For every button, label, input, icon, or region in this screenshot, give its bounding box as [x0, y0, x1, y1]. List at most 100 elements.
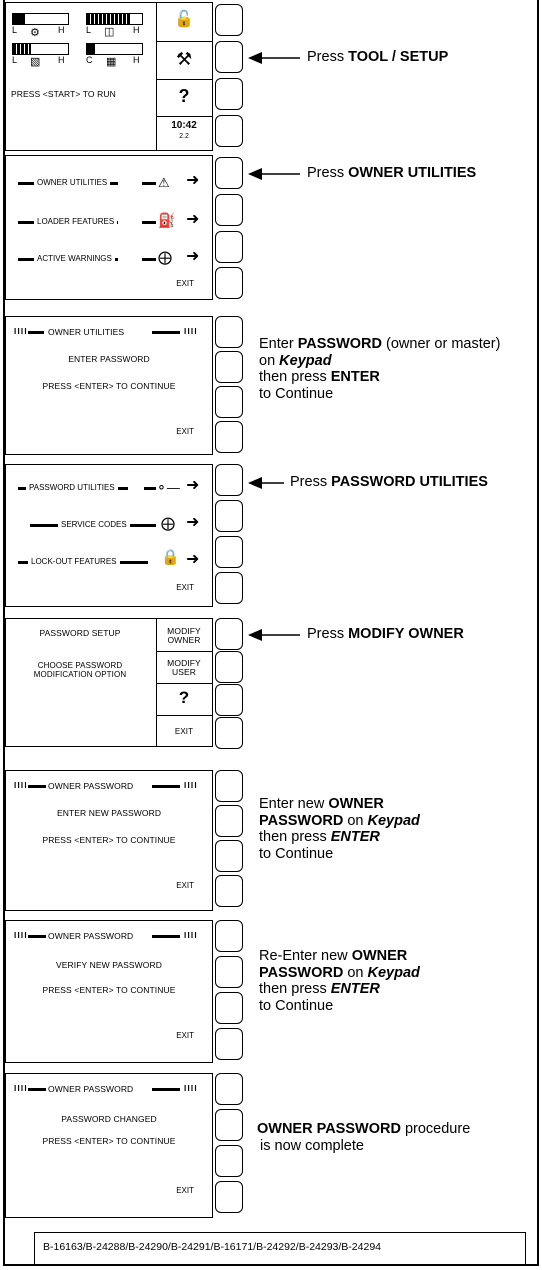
pointer-arrow-icon	[248, 629, 300, 641]
menu-item-active-warnings: ACTIVE WARNINGS	[18, 252, 186, 266]
gauge-4-label-high: H	[133, 55, 140, 65]
menu-label: LOADER FEATURES	[34, 217, 118, 226]
gauge-2-label-high: H	[133, 25, 140, 35]
soft-button-1-lock[interactable]	[215, 4, 243, 36]
soft-button-3[interactable]	[215, 992, 243, 1024]
soft-button-1-owner-utilities[interactable]	[215, 157, 243, 189]
menu-item-password-utilities: PASSWORD UTILITIES	[18, 481, 186, 495]
menu-item-lock-out-features: LOCK-OUT FEATURES	[18, 555, 186, 569]
screen-header: OWNER PASSWORD	[48, 931, 134, 941]
menu-label: PASSWORD UTILITIES	[26, 483, 118, 492]
soft-button-2[interactable]	[215, 805, 243, 837]
prompt-line-1: CHOOSE PASSWORD	[37, 661, 123, 670]
gauge-2-label-low: L	[86, 25, 92, 35]
soft-button-2-modify-user[interactable]	[215, 651, 243, 683]
soft-button-4-exit[interactable]	[215, 1181, 243, 1213]
screen-header: OWNER PASSWORD	[48, 781, 134, 791]
gauge-1-label-high: H	[58, 25, 65, 35]
soft-button-2[interactable]	[215, 351, 243, 383]
menu-label: ACTIVE WARNINGS	[34, 254, 115, 263]
header-rule	[152, 935, 180, 938]
exit-label: EXIT	[174, 727, 194, 736]
header-dots: I I I I	[184, 781, 197, 790]
prompt-line-2: PRESS <ENTER> TO CONTINUE	[42, 835, 176, 845]
header-dots: I I I I	[14, 1084, 27, 1093]
soft-button-4-exit[interactable]	[215, 875, 243, 907]
soft-button-2[interactable]	[215, 956, 243, 988]
display-panel-owner-utilities-menu: PASSWORD UTILITIES ⚬― ➜ SERVICE CODES ⨁ …	[5, 464, 213, 607]
display-panel-main-menu: OWNER UTILITIES ⚠ ➜ LOADER FEATURES ⛽ ➜ …	[5, 155, 213, 300]
pointer-arrow-icon	[248, 52, 300, 64]
soft-button-3-help[interactable]	[215, 684, 243, 716]
soft-button-1-modify-owner[interactable]	[215, 618, 243, 650]
display-panel-password-setup: PASSWORD SETUP CHOOSE PASSWORD MODIFICAT…	[5, 618, 213, 747]
gauge-2	[86, 13, 143, 25]
soft-button-1[interactable]	[215, 920, 243, 952]
key-icon: ⚬―	[156, 480, 180, 495]
header-rule	[28, 331, 44, 334]
arrow-right-icon: ➜	[186, 248, 200, 265]
instruction-4: Press PASSWORD UTILITIES	[290, 474, 488, 490]
figure-reference-numbers: B-16163/B-24288/B-24290/B-24291/B-16171/…	[34, 1232, 526, 1266]
header-rule	[152, 331, 180, 334]
soft-button-4-exit[interactable]	[215, 267, 243, 299]
display-panel-owner-utilities: I I I I OWNER UTILITIES I I I I ENTER PA…	[5, 316, 213, 455]
header-rule	[28, 785, 46, 788]
screen-header: OWNER PASSWORD	[48, 1084, 134, 1094]
soft-button-1-password-utilities[interactable]	[215, 464, 243, 496]
soft-button-1[interactable]	[215, 1073, 243, 1105]
soft-button-3[interactable]	[215, 840, 243, 872]
instruction-7: Re-Enter new OWNER PASSWORD on Keypad th…	[259, 948, 420, 1014]
exit-label: EXIT	[176, 427, 194, 436]
header-dots: I I I I	[14, 781, 27, 790]
gauge-4	[86, 43, 143, 55]
menu-label: SERVICE CODES	[58, 520, 130, 529]
panel-rule	[156, 683, 212, 684]
instruction-3: Enter PASSWORD (owner or master) on Keyp…	[259, 336, 501, 402]
arrow-right-icon: ➜	[186, 172, 200, 189]
padlock-open-icon: 🔓	[174, 11, 194, 28]
prompt-line-2: PRESS <ENTER> TO CONTINUE	[42, 1136, 176, 1146]
panel-rule	[156, 79, 212, 80]
soft-button-4-exit[interactable]	[215, 1028, 243, 1060]
soft-button-4-clock[interactable]	[215, 115, 243, 147]
header-rule	[28, 1088, 46, 1091]
prompt-line-2: PRESS <ENTER> TO CONTINUE	[42, 381, 176, 391]
pointer-arrow-icon	[248, 477, 284, 489]
clock: 10:42	[171, 120, 197, 131]
soft-button-2[interactable]	[215, 1109, 243, 1141]
panel-rule	[156, 41, 212, 42]
soft-button-3-help[interactable]	[215, 78, 243, 110]
engine-temp-icon: ⚙	[30, 27, 40, 39]
soft-button-2-tool-setup[interactable]	[215, 41, 243, 73]
soft-button-2-service-codes[interactable]	[215, 500, 243, 532]
prompt-line-1: ENTER NEW PASSWORD	[56, 808, 162, 818]
soft-button-4-exit[interactable]	[215, 572, 243, 604]
instruction-8: OWNER PASSWORD procedure is now complete	[257, 1121, 471, 1154]
warning-icon: ⨁	[158, 249, 172, 265]
panel-rule	[156, 116, 212, 117]
panel-divider	[156, 619, 157, 746]
soft-button-2-loader-features[interactable]	[215, 194, 243, 226]
soft-button-3-active-warnings[interactable]	[215, 231, 243, 263]
start-prompt: PRESS <START> TO RUN	[11, 89, 116, 99]
soft-button-1[interactable]	[215, 316, 243, 348]
soft-button-1[interactable]	[215, 770, 243, 802]
soft-button-3-lock-out-features[interactable]	[215, 536, 243, 568]
tool-setup-icon: ⚒	[176, 49, 193, 69]
exit-label: EXIT	[176, 881, 194, 890]
soft-button-3[interactable]	[215, 386, 243, 418]
prompt-line-1: ENTER PASSWORD	[68, 354, 150, 364]
menu-item-owner-utilities: OWNER UTILITIES	[18, 176, 186, 190]
display-panel-password-changed: I I I I OWNER PASSWORD I I I I PASSWORD …	[5, 1073, 213, 1218]
help-icon: ?	[178, 688, 190, 707]
soft-button-4-exit[interactable]	[215, 421, 243, 453]
arrow-right-icon: ➜	[186, 211, 200, 228]
panel-rule	[156, 651, 212, 652]
battery-icon: ◫	[104, 26, 115, 38]
soft-button-3[interactable]	[215, 1145, 243, 1177]
soft-button-4-exit[interactable]	[215, 717, 243, 749]
coolant-icon: ▦	[106, 56, 117, 68]
display-panel-main: L H ⚙ L H ◫ L H ▧ C H ▦ PRESS <START> TO…	[5, 2, 213, 151]
